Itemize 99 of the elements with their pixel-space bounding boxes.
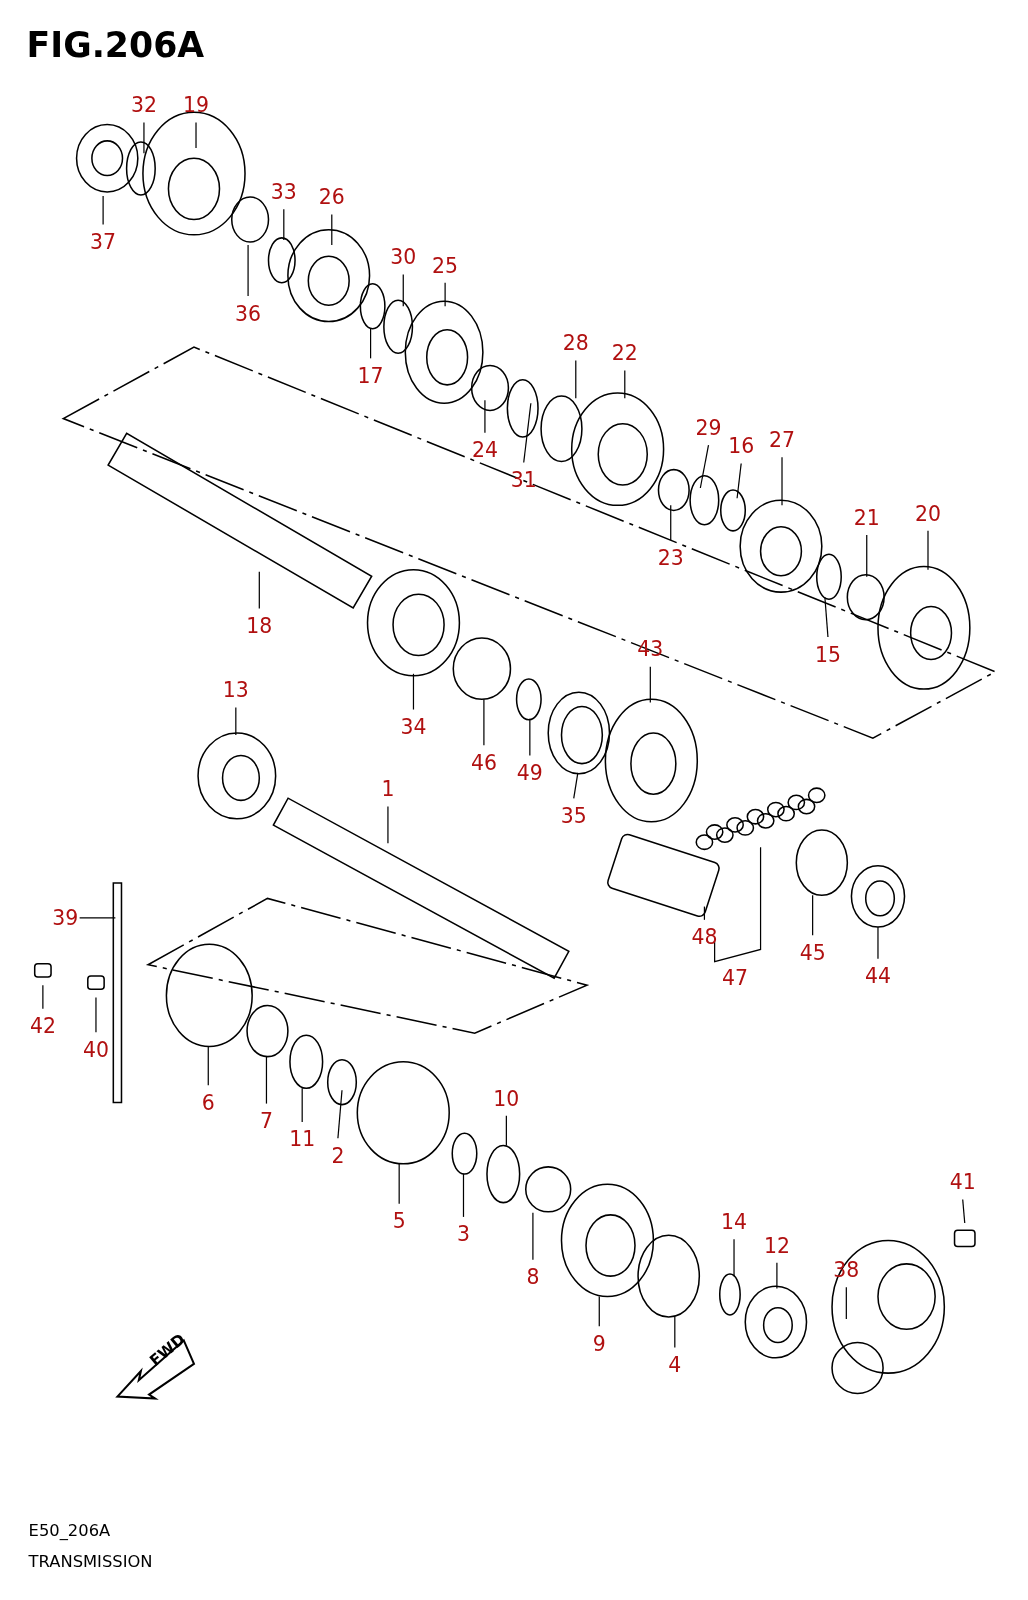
leader-line xyxy=(927,530,929,571)
leader-line xyxy=(877,926,879,960)
leader-line xyxy=(369,328,372,359)
callout-number: 32 xyxy=(130,94,157,116)
callout-number: 19 xyxy=(183,94,209,116)
leader-line xyxy=(845,1286,847,1320)
callout-number: 48 xyxy=(691,927,718,948)
leader-line xyxy=(812,894,814,936)
callout-number: 17 xyxy=(357,365,384,386)
leader-line xyxy=(195,121,197,149)
callout-number: 14 xyxy=(721,1211,747,1233)
callout-number: 6 xyxy=(201,1092,215,1113)
callout-number: 22 xyxy=(611,343,638,364)
leader-line xyxy=(736,462,742,499)
callout-number: 27 xyxy=(769,429,795,451)
callout-number: 3 xyxy=(457,1224,470,1245)
leader-line xyxy=(387,805,389,844)
callout-number: 21 xyxy=(853,507,880,528)
callout-number: 15 xyxy=(814,644,841,665)
leader-line xyxy=(462,1173,465,1218)
callout-number: 33 xyxy=(270,181,297,203)
leader-line xyxy=(283,208,285,241)
callout-number: 8 xyxy=(526,1266,540,1288)
leader-line xyxy=(95,996,97,1033)
callout-number: 5 xyxy=(392,1210,406,1232)
callout-number: 49 xyxy=(516,762,543,784)
callout-number: 36 xyxy=(235,303,262,324)
callout-number: 12 xyxy=(763,1235,790,1256)
callout-number: 39 xyxy=(52,907,79,928)
callout-number: 44 xyxy=(865,965,891,987)
leader-line xyxy=(247,244,249,297)
leader-line xyxy=(444,282,446,307)
leader-line xyxy=(143,121,145,154)
leader-line xyxy=(824,596,829,638)
callout-number: 30 xyxy=(390,247,417,268)
callout-number: 4 xyxy=(668,1354,682,1376)
leader-line xyxy=(532,1212,534,1261)
callout-number: 31 xyxy=(510,469,537,491)
leader-line xyxy=(398,1163,400,1205)
leader-line xyxy=(575,359,577,399)
callout-number: 13 xyxy=(222,679,249,701)
leader-line xyxy=(505,1115,507,1147)
leader-line xyxy=(265,1056,268,1105)
leader-line xyxy=(402,274,404,307)
callout-number: 35 xyxy=(560,805,587,826)
callout-number: 41 xyxy=(949,1172,976,1193)
callout-number: 42 xyxy=(29,1015,56,1037)
leader-line xyxy=(674,1316,676,1349)
section-name: TRANSMISSION xyxy=(28,1551,153,1572)
leader-line xyxy=(337,1089,343,1139)
leader-line xyxy=(649,666,651,703)
callout-number: 16 xyxy=(728,435,755,457)
leader-line xyxy=(42,984,44,1010)
callout-number: 11 xyxy=(289,1129,316,1150)
leader-line xyxy=(733,1238,735,1277)
callout-number: 23 xyxy=(657,547,684,568)
leader-line xyxy=(331,213,333,246)
leader-line xyxy=(207,1045,209,1086)
callout-number: 28 xyxy=(562,332,589,354)
callout-number: 29 xyxy=(695,417,722,438)
leader-line xyxy=(235,706,237,736)
leader-line xyxy=(301,1087,303,1123)
leader-line xyxy=(79,917,116,919)
drawing-code: E50_206A xyxy=(28,1521,111,1541)
leader-line xyxy=(962,1198,966,1224)
callout-number: 25 xyxy=(432,255,459,276)
figure-title: FIG.206A xyxy=(26,24,205,66)
callout-number: 46 xyxy=(470,752,497,773)
leader-line xyxy=(573,772,579,799)
leader-line xyxy=(624,369,626,399)
leader-line xyxy=(866,534,868,578)
leader-line xyxy=(102,195,104,226)
leader-line xyxy=(781,456,783,506)
callout-number: 47 xyxy=(722,967,749,989)
leader-line xyxy=(714,846,762,963)
callout-number: 2 xyxy=(331,1145,345,1166)
callout-number: 1 xyxy=(381,778,395,800)
leader-line xyxy=(483,698,485,746)
leader-line xyxy=(484,399,486,434)
callout-number: 37 xyxy=(90,231,117,253)
callout-number: 9 xyxy=(592,1333,606,1354)
callout-number: 45 xyxy=(799,942,826,963)
leader-line xyxy=(529,718,531,757)
leader-line xyxy=(523,402,532,464)
leader-line xyxy=(699,444,710,489)
leader-line xyxy=(776,1262,778,1289)
leader-line xyxy=(703,905,706,921)
callout-number: 10 xyxy=(493,1088,520,1109)
callout-number: 20 xyxy=(915,503,941,524)
leader-line xyxy=(258,571,260,610)
leader-line xyxy=(412,673,415,711)
leader-line xyxy=(598,1295,600,1327)
callout-number: 34 xyxy=(400,716,427,738)
leader-line xyxy=(670,504,672,541)
callout-number: 40 xyxy=(82,1039,109,1060)
callout-number: 24 xyxy=(471,440,498,461)
callout-number: 18 xyxy=(246,615,273,636)
callout-number: 7 xyxy=(259,1110,273,1132)
callout-number: 26 xyxy=(318,186,345,208)
